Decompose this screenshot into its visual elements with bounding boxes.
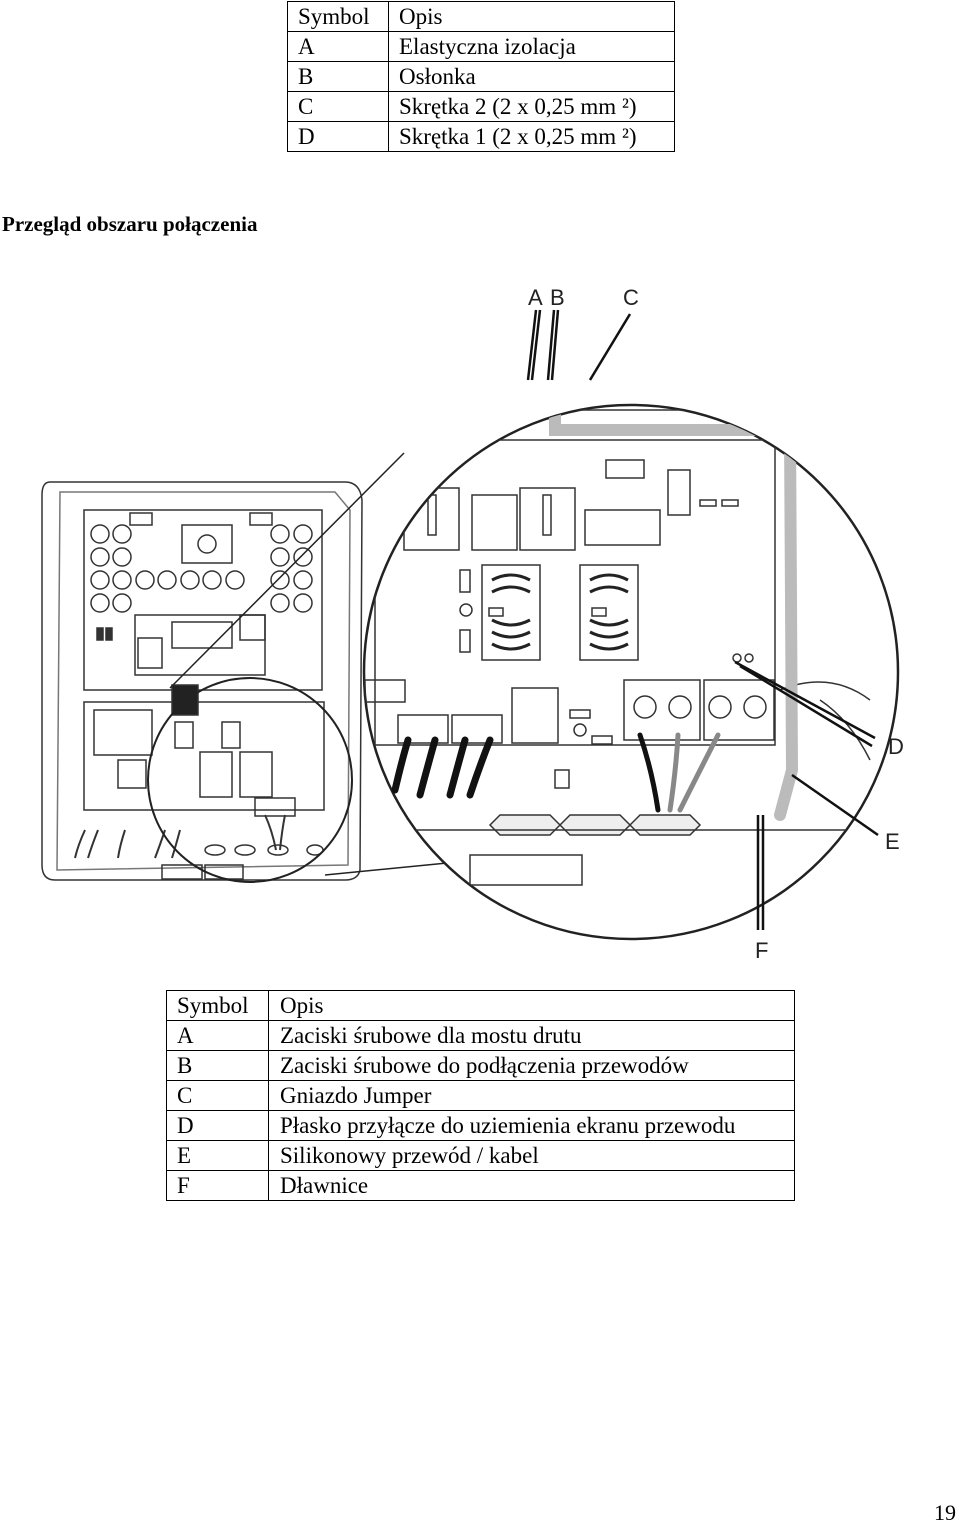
table-row: E Silikonowy przewód / kabel [166, 1140, 795, 1171]
header-symbol: Symbol [287, 1, 389, 32]
table-row: A Elastyczna izolacja [287, 31, 675, 62]
row-symbol: A [287, 31, 389, 62]
page-number: 19 [934, 1500, 956, 1525]
table-row: C Gniazdo Jumper [166, 1080, 795, 1111]
row-symbol: B [287, 61, 389, 92]
row-description: Płasko przyłącze do uziemienia ekranu pr… [268, 1110, 795, 1141]
table-header-row: Symbol Opis [166, 990, 795, 1021]
row-description: Skrętka 1 (2 x 0,25 mm ²) [388, 121, 675, 152]
table-row: A Zaciski śrubowe dla mostu drutu [166, 1020, 795, 1051]
overview-cables [74, 814, 286, 859]
row-description: Elastyczna izolacja [388, 31, 675, 62]
table-row: D Płasko przyłącze do uziemienia ekranu … [166, 1110, 795, 1141]
table-header-row: Symbol Opis [287, 1, 675, 32]
row-symbol: B [166, 1050, 269, 1081]
zoom-source-circle [147, 677, 353, 883]
table-row: F Dławnice [166, 1170, 795, 1201]
table-row: C Skrętka 2 (2 x 0,25 mm ²) [287, 91, 675, 122]
row-symbol: E [166, 1140, 269, 1171]
connection-area-diagram: A B C D E F [41, 285, 904, 963]
section-heading: Przegląd obszaru połączenia [2, 212, 258, 236]
table-row: B Zaciski śrubowe do podłączenia przewod… [166, 1050, 795, 1081]
row-description: Osłonka [388, 61, 675, 92]
header-description: Opis [388, 1, 675, 32]
housing-overview [41, 481, 363, 881]
label-c: C [623, 285, 639, 310]
row-symbol: A [166, 1020, 269, 1051]
row-description: Zaciski śrubowe do podłączenia przewodów [268, 1050, 795, 1081]
row-symbol: F [166, 1170, 269, 1201]
table-row: D Skrętka 1 (2 x 0,25 mm ²) [287, 121, 675, 152]
zoom-line-top [169, 452, 405, 689]
legend-table-cable: Symbol Opis A Elastyczna izolacja B Osło… [287, 1, 675, 152]
leader-lines [526, 309, 879, 930]
row-symbol: C [287, 91, 389, 122]
header-description: Opis [268, 990, 795, 1021]
magnified-view [362, 403, 900, 941]
row-description: Skrętka 2 (2 x 0,25 mm ²) [388, 91, 675, 122]
row-description: Zaciski śrubowe dla mostu drutu [268, 1020, 795, 1051]
row-description: Silikonowy przewód / kabel [268, 1140, 795, 1171]
row-description: Gniazdo Jumper [268, 1080, 795, 1111]
label-b: B [550, 285, 565, 310]
row-symbol: C [166, 1080, 269, 1111]
label-a: A [528, 285, 543, 310]
label-f: F [755, 938, 768, 963]
row-symbol: D [166, 1110, 269, 1141]
row-description: Dławnice [268, 1170, 795, 1201]
header-symbol: Symbol [166, 990, 269, 1021]
row-symbol: D [287, 121, 389, 152]
label-d: D [888, 734, 904, 759]
table-row: B Osłonka [287, 61, 675, 92]
legend-table-connection-area: Symbol Opis A Zaciski śrubowe dla mostu … [166, 990, 795, 1201]
label-e: E [885, 829, 900, 854]
